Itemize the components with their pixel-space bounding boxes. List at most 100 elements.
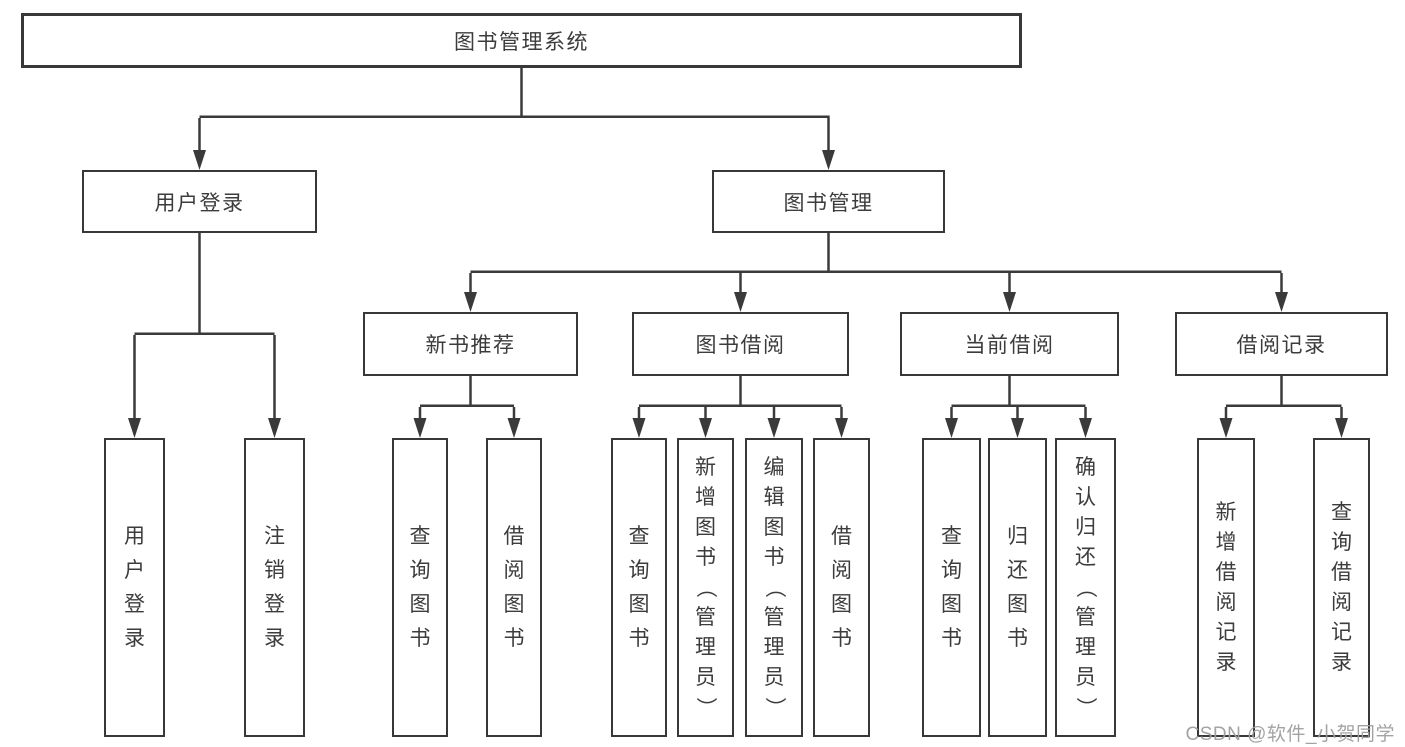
vertical-char: 录: [1331, 651, 1352, 674]
vertical-char: 认: [1075, 486, 1096, 509]
node-label: 当前借阅: [964, 334, 1055, 357]
vertical-char: 书: [831, 627, 852, 650]
arrowhead-down: [1275, 292, 1288, 312]
leaf-borrowing-add-books-admin: 新增图书（管理员）: [677, 438, 734, 737]
node-label: 图书管理系统: [454, 30, 589, 54]
leaf-borrowing-borrow-books: 借阅图书: [813, 438, 870, 737]
leaf-recommend-borrow-books: 借阅图书: [486, 438, 542, 737]
leaf-current-confirm-return-admin: 确认归还（管理员）: [1055, 438, 1116, 737]
vertical-char: 查: [409, 525, 431, 548]
vertical-char: ）: [762, 697, 786, 718]
vertical-char: 阅: [1331, 591, 1352, 614]
vertical-char: 图: [628, 593, 650, 616]
vertical-char: 书: [695, 546, 716, 569]
arrowhead-down: [1003, 292, 1016, 312]
arrowhead-down: [128, 418, 141, 438]
vertical-char: 理: [1075, 636, 1096, 659]
vertical-char: 询: [628, 559, 650, 582]
vertical-char: 确: [1075, 456, 1096, 479]
vertical-char: 阅: [831, 559, 852, 582]
vertical-char: 编: [763, 456, 785, 479]
vertical-char: 注: [264, 525, 285, 548]
vertical-char: （: [762, 577, 786, 598]
vertical-char: 借: [831, 525, 852, 548]
arrowhead-down: [507, 418, 521, 438]
node-current-borrowing: 当前借阅: [900, 312, 1119, 376]
vertical-char: 销: [264, 559, 285, 582]
vertical-char: ）: [694, 697, 717, 718]
node-label: 借阅记录: [1236, 334, 1327, 357]
arrowhead-down: [193, 150, 206, 170]
node-book-management: 图书管理: [712, 170, 945, 233]
vertical-char: 阅: [503, 559, 525, 582]
vertical-char: 用: [124, 525, 145, 548]
vertical-char: 归: [1075, 516, 1096, 539]
arrowhead-down: [464, 292, 477, 312]
vertical-char: 管: [763, 606, 785, 629]
leaf-current-query-books: 查询图书: [922, 438, 981, 737]
vertical-char: 管: [695, 606, 716, 629]
vertical-char: 增: [1215, 531, 1237, 554]
vertical-char: 记: [1215, 621, 1237, 644]
vertical-char: 书: [763, 546, 785, 569]
node-borrowing-records: 借阅记录: [1175, 312, 1388, 376]
arrowhead-down: [1011, 418, 1024, 438]
vertical-char: 还: [1075, 546, 1096, 569]
vertical-char: 询: [1331, 531, 1352, 554]
watermark: CSDN @软件_小贺同学: [1185, 724, 1395, 745]
arrowhead-down: [767, 418, 781, 438]
arrowhead-down: [734, 292, 747, 312]
vertical-char: 查: [1331, 501, 1352, 524]
vertical-char: 询: [941, 559, 962, 582]
vertical-char: 图: [763, 516, 785, 539]
vertical-char: 图: [941, 593, 962, 616]
vertical-char: 录: [264, 627, 285, 650]
vertical-char: 员: [695, 666, 716, 689]
vertical-char: 书: [628, 627, 650, 650]
node-book-borrowing: 图书借阅: [632, 312, 849, 376]
vertical-char: ）: [1074, 697, 1097, 718]
node-label: 图书管理: [783, 191, 874, 215]
vertical-char: 还: [1007, 559, 1028, 582]
vertical-char: （: [1074, 577, 1097, 598]
vertical-char: 新: [1215, 501, 1237, 524]
arrowhead-down: [413, 418, 427, 438]
arrowhead-down: [1335, 418, 1348, 438]
vertical-char: 借: [503, 525, 525, 548]
vertical-char: （: [694, 577, 717, 598]
vertical-char: 查: [941, 525, 962, 548]
vertical-char: 查: [628, 525, 650, 548]
vertical-char: 借: [1215, 561, 1237, 584]
vertical-char: 员: [763, 666, 785, 689]
vertical-char: 辑: [763, 486, 785, 509]
leaf-borrowing-edit-books-admin: 编辑图书 （ 管理员 ）: [745, 438, 803, 737]
vertical-char: 图: [1007, 593, 1028, 616]
arrowhead-down: [945, 418, 958, 438]
vertical-char: 登: [264, 593, 285, 616]
vertical-char: 书: [409, 627, 431, 650]
vertical-char: 录: [1215, 651, 1237, 674]
vertical-char: 管: [1075, 606, 1096, 629]
arrowhead-down: [835, 418, 848, 438]
vertical-char: 户: [124, 559, 145, 582]
vertical-char: 书: [503, 627, 525, 650]
arrowhead-down: [268, 418, 281, 438]
vertical-char: 理: [763, 636, 785, 659]
vertical-char: 图: [503, 593, 525, 616]
vertical-char: 图: [695, 516, 716, 539]
node-label: 新书推荐: [425, 334, 516, 357]
arrowhead-down: [1219, 418, 1233, 438]
node-library-management-system: 图书管理系统: [21, 13, 1022, 68]
vertical-char: 录: [124, 627, 145, 650]
vertical-char: 登: [124, 593, 145, 616]
arrowhead-down: [1079, 418, 1092, 438]
node-label: 用户登录: [154, 191, 245, 215]
leaf-borrowing-query-books: 查询图书: [611, 438, 667, 737]
vertical-char: 图: [831, 593, 852, 616]
vertical-char: 理: [695, 636, 716, 659]
node-user-login: 用户登录: [82, 170, 317, 233]
vertical-char: 书: [941, 627, 962, 650]
vertical-char: 新: [695, 456, 716, 479]
